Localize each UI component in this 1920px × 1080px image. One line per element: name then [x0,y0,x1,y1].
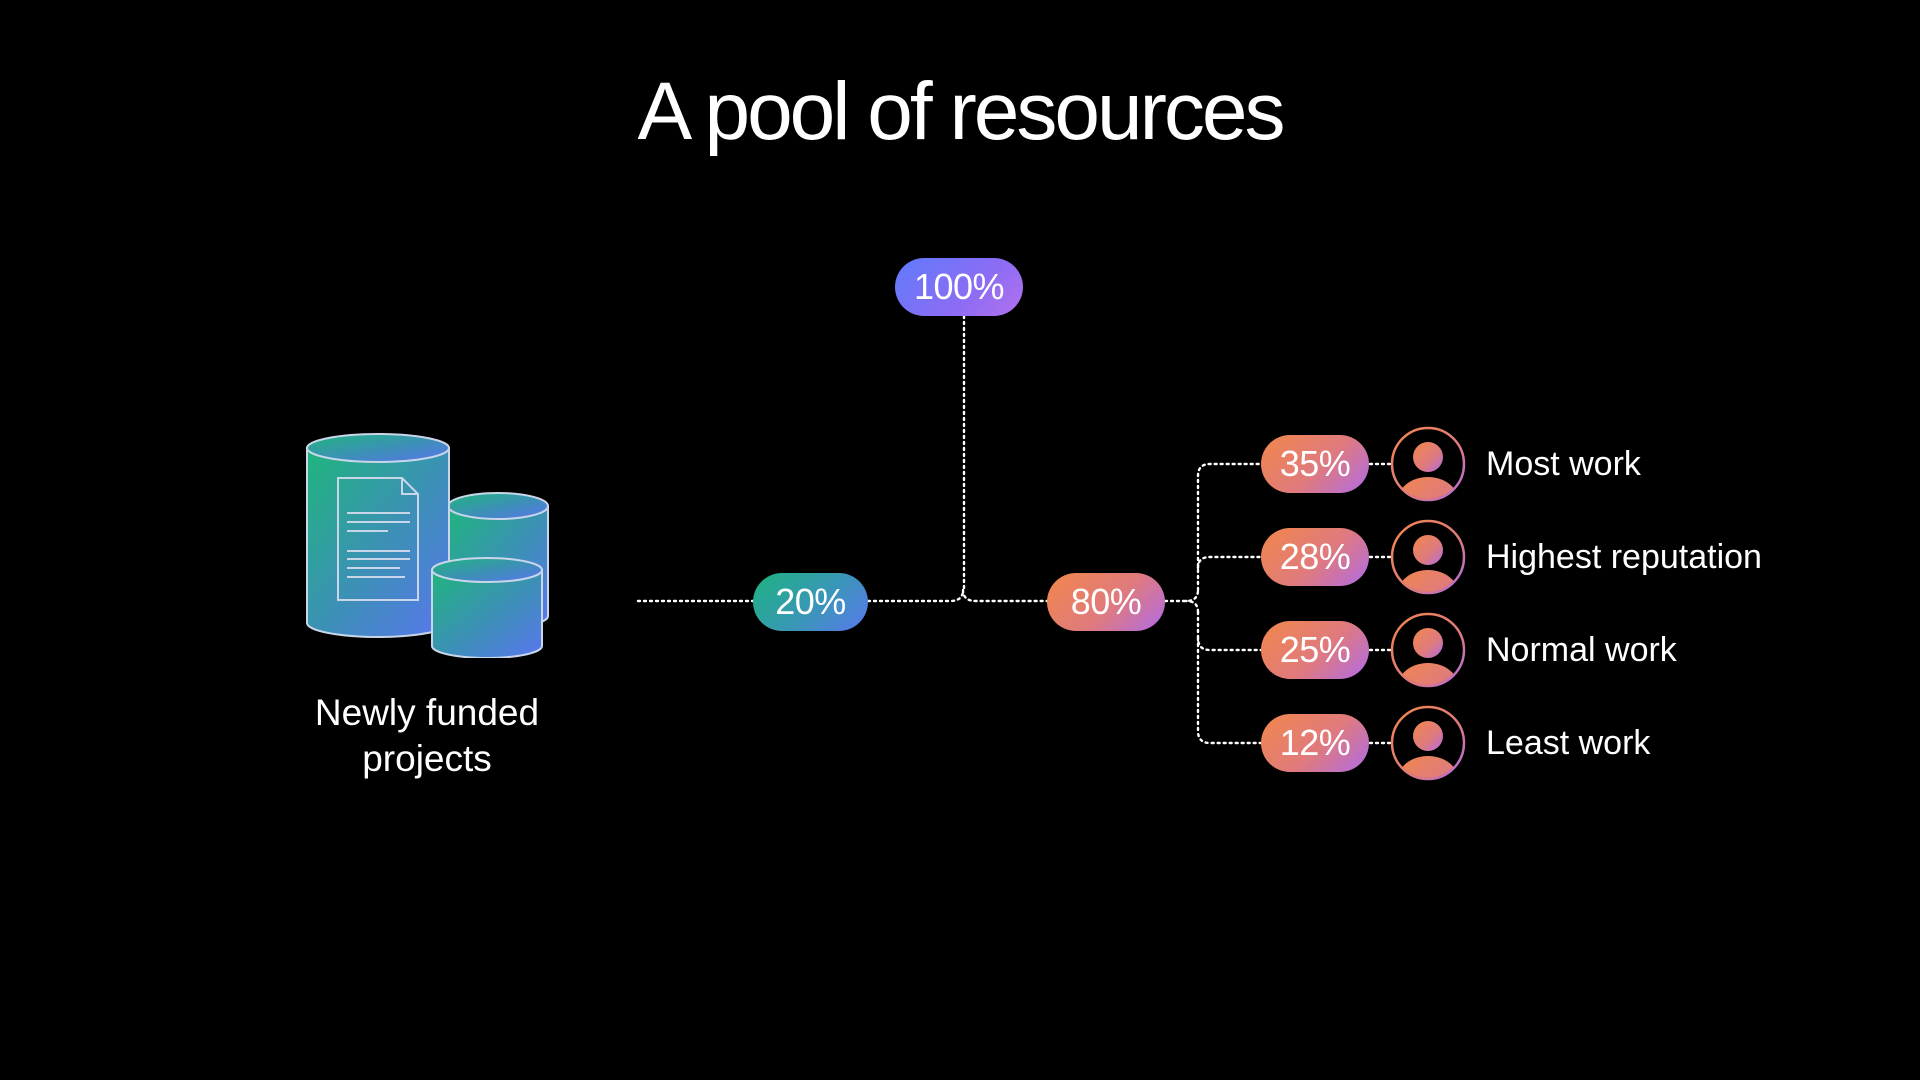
row-percent-pill: 25% [1261,621,1369,679]
user-avatar-icon [1390,705,1466,781]
share-pill-projects: 20% [753,573,868,631]
label-line-1: Newly funded [314,692,540,733]
user-avatar-icon [1390,426,1466,502]
row-label: Highest reputation [1486,538,1762,576]
row-percent-pill: 12% [1261,714,1369,772]
row-label: Most work [1486,445,1641,483]
page-title: A pool of resources [637,66,1286,157]
right-orb-background [1105,222,1883,1000]
row-percent-pill: 35% [1261,435,1369,493]
connector-20-to-junction [866,588,965,603]
total-pill: 100% [895,258,1023,316]
user-avatar-icon [1390,519,1466,595]
row-label: Normal work [1486,631,1677,669]
share-pill-contributors: 80% [1047,573,1165,631]
newly-funded-projects-label: Newly funded projects [227,690,627,782]
connector-junction-to-80 [961,588,1049,603]
row-percent-pill: 28% [1261,528,1369,586]
label-line-2: projects [362,738,492,779]
row-label: Least work [1486,724,1651,762]
database-cylinders-with-document-icon [306,433,549,658]
user-avatar-icon [1390,612,1466,688]
